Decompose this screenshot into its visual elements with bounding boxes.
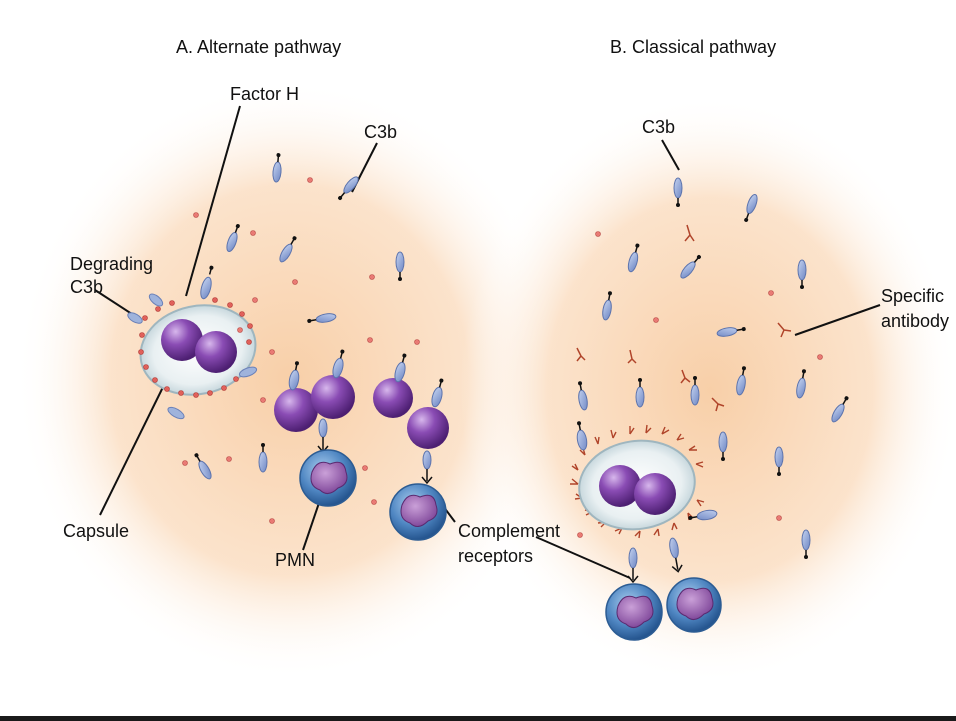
alternate-pathway-title: A. Alternate pathway	[176, 37, 341, 57]
free-antibodies-b	[576, 224, 792, 412]
opsonized-bacteria-pair-left	[274, 349, 355, 454]
free-c3b-molecules-b	[578, 177, 849, 559]
classical-pathway-field	[460, 95, 956, 685]
complement-receptors-label-line2: receptors	[458, 546, 533, 566]
degrading-c3b-label-line1: Degrading	[70, 254, 153, 274]
specific-antibody-label-line2: antibody	[881, 311, 949, 331]
pmn-cell-left	[299, 449, 357, 507]
pmn-cell-right	[389, 483, 447, 541]
factor-h-dots-a	[182, 177, 420, 524]
opsonized-bacteria-pair-right	[373, 353, 449, 485]
pmn-label: PMN	[275, 550, 315, 570]
specific-antibody-label-line1: Specific	[881, 286, 944, 306]
c3b-label-b: C3b	[642, 117, 675, 137]
complement-receptors-label-line1: Complement	[458, 521, 560, 541]
pmn-cell-b-right	[666, 577, 722, 633]
encapsulated-bacterium-b	[570, 421, 718, 584]
degrading-c3b-label-line2: C3b	[70, 277, 103, 297]
encapsulated-bacterium-a	[127, 265, 258, 420]
dots-b	[577, 231, 823, 538]
bottom-border	[0, 716, 956, 721]
pmn-cell-b-left	[605, 583, 663, 641]
classical-pathway-title: B. Classical pathway	[610, 37, 776, 57]
free-c3b-molecules-a	[194, 153, 405, 480]
capsule-label: Capsule	[63, 521, 129, 541]
c3b-label-a: C3b	[364, 122, 397, 142]
classical-leader-lines	[535, 139, 881, 579]
factor-h-label: Factor H	[230, 84, 299, 104]
